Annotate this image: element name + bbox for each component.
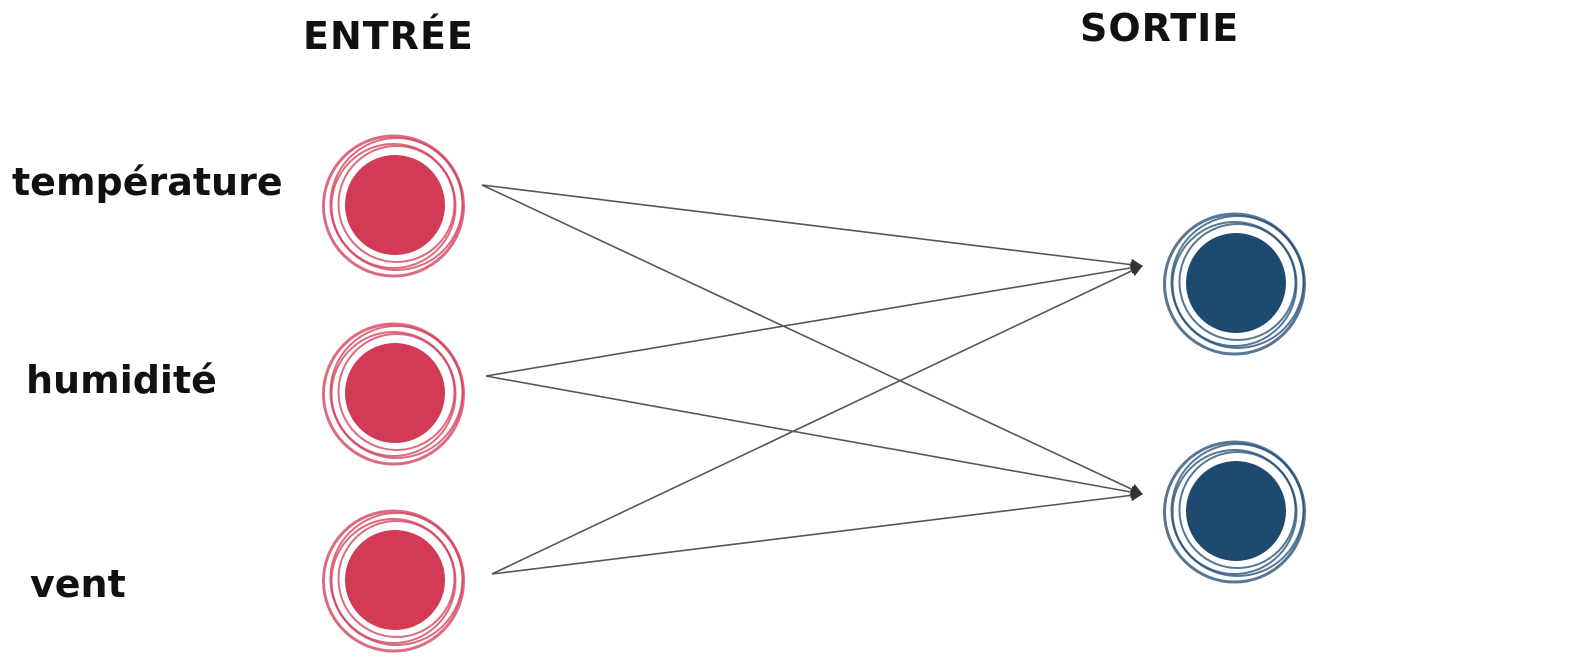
- output-node-0: [1163, 212, 1306, 356]
- node-ring: [1163, 440, 1306, 584]
- heading-output: SORTIE: [1080, 6, 1240, 50]
- edge-input-1-to-output-0: [485, 261, 1143, 377]
- node-ring: [329, 137, 464, 271]
- node-ring: [329, 512, 464, 646]
- edge-input-1-to-output-1: [485, 375, 1143, 498]
- node-ring: [337, 520, 456, 638]
- input-label-humidity: humidité: [26, 358, 217, 402]
- node-ring: [322, 134, 465, 278]
- node-ring: [1178, 223, 1297, 341]
- node-ring: [1178, 451, 1297, 569]
- output-node-1: [1163, 440, 1306, 584]
- node-core: [345, 155, 445, 255]
- node-ring: [337, 145, 456, 263]
- node-ring: [329, 325, 464, 459]
- node-core: [345, 530, 445, 630]
- node-ring: [1170, 215, 1305, 349]
- node-ring: [1171, 449, 1298, 575]
- input-node-0: [322, 134, 465, 278]
- node-ring: [1163, 212, 1306, 356]
- edge-input-0-to-output-0: [481, 184, 1143, 271]
- node-ring: [330, 143, 457, 269]
- node-ring: [330, 331, 457, 457]
- edge-input-0-to-output-1: [481, 184, 1143, 495]
- node-ring: [337, 333, 456, 451]
- input-label-temperature: température: [12, 160, 283, 204]
- input-label-wind: vent: [30, 562, 126, 606]
- node-core: [345, 343, 445, 443]
- node-core: [1186, 461, 1286, 561]
- edge-input-2-to-output-1: [491, 489, 1143, 575]
- node-ring: [330, 518, 457, 644]
- node-ring: [1170, 443, 1305, 577]
- nodes-group: [322, 134, 1306, 653]
- node-ring: [322, 509, 465, 653]
- heading-input: ENTRÉE: [303, 14, 474, 58]
- node-ring: [322, 322, 465, 466]
- node-core: [1186, 233, 1286, 333]
- input-node-2: [322, 509, 465, 653]
- input-node-1: [322, 322, 465, 466]
- edge-input-2-to-output-0: [491, 265, 1143, 575]
- edges-group: [481, 184, 1143, 575]
- node-ring: [1171, 221, 1298, 347]
